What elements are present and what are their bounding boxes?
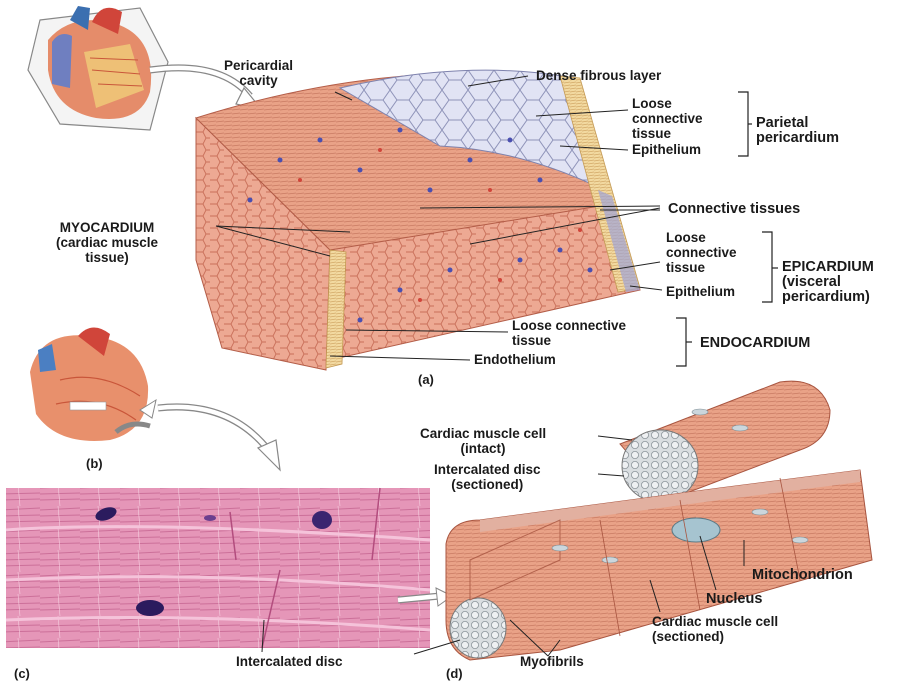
label-intercalated-disc: Intercalated disc — [236, 654, 343, 669]
label-line: tissue — [632, 126, 703, 141]
heart-illustration-top — [28, 6, 168, 130]
label-line: (visceral — [782, 275, 874, 290]
label-epithelium-epicardium: Epithelium — [666, 284, 735, 299]
label-line: MYOCARDIUM — [56, 220, 158, 235]
panel-label-d: (d) — [446, 666, 463, 681]
label-mitochondrion: Mitochondrion — [752, 568, 853, 583]
label-line: tissue — [666, 260, 737, 275]
label-line: Pericardial — [224, 58, 293, 73]
label-nucleus: Nucleus — [706, 592, 762, 607]
label-line: pericardium) — [782, 290, 874, 305]
label-line: Loose — [666, 230, 737, 245]
label-myocardium: MYOCARDIUM (cardiac muscle tissue) — [56, 220, 158, 265]
label-connective-tissues: Connective tissues — [668, 202, 800, 217]
label-loose-connective-tissue-epicardium: Loose connective tissue — [666, 230, 737, 275]
label-line: Loose connective — [512, 318, 626, 333]
label-endocardium: ENDOCARDIUM — [700, 336, 810, 351]
label-cardiac-muscle-cell-intact: Cardiac muscle cell (intact) — [420, 426, 546, 456]
heart-illustration-b — [30, 327, 156, 440]
label-line: Loose — [632, 96, 703, 111]
label-parietal-pericardium: Parietal pericardium — [756, 116, 839, 146]
label-cardiac-muscle-cell-sectioned: Cardiac muscle cell (sectioned) — [652, 614, 778, 644]
label-line: Intercalated disc — [434, 462, 541, 477]
label-line: tissue — [512, 333, 626, 348]
label-line: cavity — [224, 73, 293, 88]
label-line: EPICARDIUM — [782, 260, 874, 275]
label-loose-connective-tissue-parietal: Loose connective tissue — [632, 96, 703, 141]
label-epithelium-parietal: Epithelium — [632, 142, 701, 157]
panel-label-c: (c) — [14, 666, 30, 681]
label-epicardium: EPICARDIUM (visceral pericardium) — [782, 260, 874, 305]
label-line: connective — [632, 111, 703, 126]
label-line: Cardiac muscle cell — [652, 614, 778, 629]
label-line: tissue) — [56, 250, 158, 265]
label-line: (cardiac muscle — [56, 235, 158, 250]
label-endothelium: Endothelium — [474, 352, 556, 367]
label-myofibrils: Myofibrils — [520, 654, 584, 669]
label-pericardial-cavity: Pericardial cavity — [224, 58, 293, 88]
label-loose-connective-tissue-endocardium: Loose connective tissue — [512, 318, 626, 348]
label-dense-fibrous-layer: Dense fibrous layer — [536, 68, 661, 83]
panel-label-a: (a) — [418, 372, 434, 387]
label-line: (intact) — [420, 441, 546, 456]
label-line: pericardium — [756, 131, 839, 146]
histology-micrograph — [6, 488, 430, 648]
label-line: (sectioned) — [652, 629, 778, 644]
label-line: (sectioned) — [434, 477, 541, 492]
label-line: connective — [666, 245, 737, 260]
label-line: Cardiac muscle cell — [420, 426, 546, 441]
panel-label-b: (b) — [86, 456, 103, 471]
label-line: Parietal — [756, 116, 839, 131]
label-intercalated-disc-sectioned: Intercalated disc (sectioned) — [434, 462, 541, 492]
